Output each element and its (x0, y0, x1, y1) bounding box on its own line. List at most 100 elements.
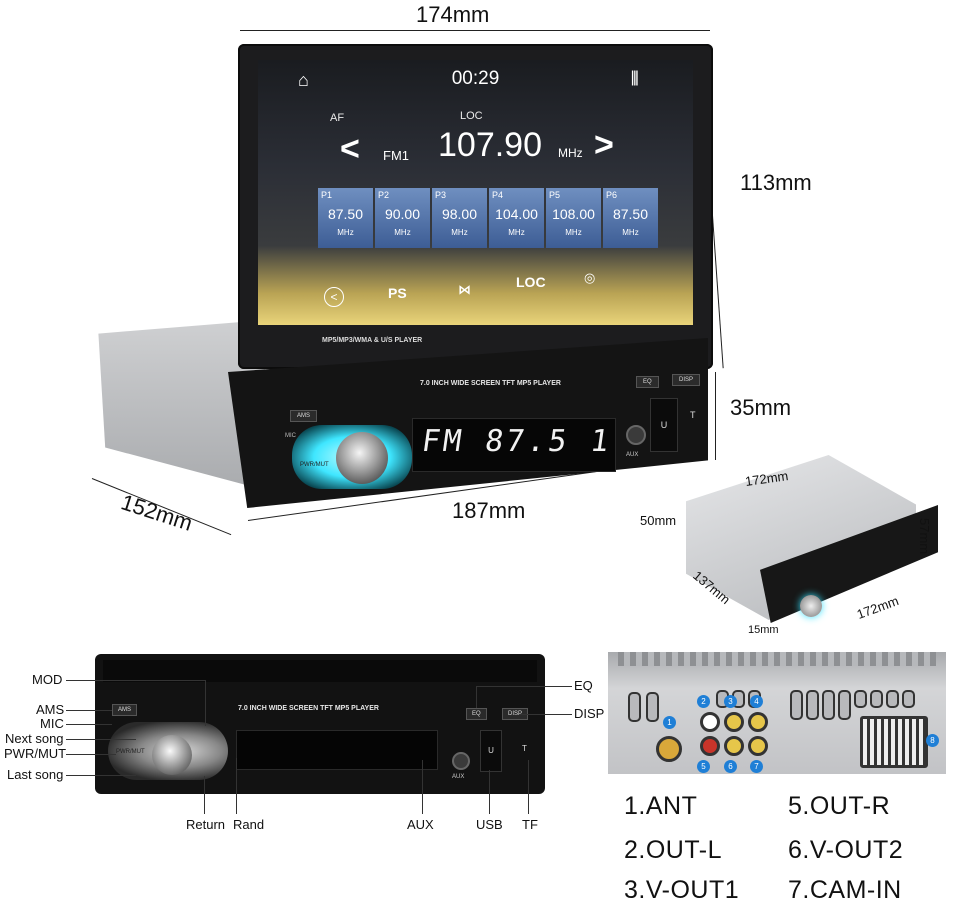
port-badge-2: 2 (697, 695, 710, 708)
frequency-unit: MHz (558, 146, 583, 160)
preset-value: 90.00 (384, 206, 421, 222)
preset-name: P1 (321, 190, 333, 200)
callout-mod: MOD (32, 672, 63, 687)
vent-slot (838, 690, 851, 720)
callout-eq: EQ (574, 678, 593, 693)
front-panel-title: 7.0 INCH WIDE SCREEN TFT MP5 PLAYER (238, 705, 379, 712)
preset-value: 87.50 (612, 206, 649, 222)
front-volume-knob[interactable] (152, 735, 192, 775)
rca-v-out1 (724, 712, 744, 732)
back-icon[interactable]: < (324, 287, 344, 307)
iso-dim-front: 172mm (854, 593, 901, 622)
usb-port[interactable]: U (650, 398, 678, 452)
preset-unit: MHz (622, 228, 639, 237)
leader-mod (66, 680, 206, 681)
front-ams-button[interactable]: AMS (112, 704, 138, 716)
port-badge-7: 7 (750, 760, 763, 773)
ps-button[interactable]: PS (388, 285, 407, 301)
port-badge-8: 8 (926, 734, 939, 747)
vent-slot (902, 690, 915, 708)
rca-v-out1-b (748, 712, 768, 732)
vent-slot (646, 692, 659, 722)
callout-last-song: Last song (7, 767, 64, 782)
vent-slot (886, 690, 899, 708)
front-eq-button[interactable]: EQ (466, 708, 487, 720)
rca-cam-in (748, 736, 768, 756)
vent-slot (806, 690, 819, 720)
preset-value: 108.00 (552, 206, 595, 222)
lcd-display (412, 418, 616, 472)
equalizer-icon[interactable]: ||| (630, 69, 640, 86)
callout-disp: DISP (574, 706, 605, 721)
loc-label: LOC (460, 110, 483, 122)
callout-return: Return (186, 817, 226, 832)
antenna-connector (656, 736, 682, 762)
leader-usb (489, 770, 490, 814)
leader-eq (476, 686, 572, 687)
faceplate-title: 7.0 INCH WIDE SCREEN TFT MP5 PLAYER (420, 380, 561, 387)
port-badge-5: 5 (697, 760, 710, 773)
preset-value: 87.50 (327, 206, 364, 222)
preset-name: P3 (435, 190, 447, 200)
leader-pwr (66, 754, 116, 755)
preset-button-4[interactable]: P4 104.00 MHz (489, 188, 544, 248)
af-label[interactable]: AF (330, 112, 345, 124)
front-tf-slot[interactable]: T (522, 744, 527, 753)
screen-clock: 00:29 (451, 68, 500, 89)
preset-name: P5 (549, 190, 561, 200)
leader-next (66, 739, 136, 740)
front-panel-top (103, 660, 537, 682)
front-disp-button[interactable]: DISP (502, 708, 529, 720)
seek-right-icon[interactable]: > (594, 126, 614, 164)
preset-value: 98.00 (441, 206, 478, 222)
vent-slot (870, 690, 883, 708)
dim-line-top (240, 30, 710, 31)
stereo-icon[interactable]: ⋈ (458, 282, 471, 297)
preset-name: P2 (378, 190, 390, 200)
loc-button[interactable]: LOC (516, 274, 546, 290)
dim-line-body-height (715, 372, 716, 460)
preset-unit: MHz (565, 228, 582, 237)
dim-screen-height: 113mm (740, 170, 812, 195)
rca-v-out2 (724, 736, 744, 756)
front-lcd-display (236, 730, 438, 770)
home-icon[interactable]: ⌂ (298, 70, 309, 90)
callout-ams: AMS (36, 702, 65, 717)
dim-body-height: 35mm (730, 395, 792, 420)
eq-button[interactable]: EQ (636, 376, 659, 388)
seek-left-icon[interactable]: < (340, 130, 360, 168)
callout-mic: MIC (40, 716, 64, 731)
scan-icon[interactable]: ◎ (584, 270, 596, 285)
front-usb-port[interactable]: U (480, 730, 502, 772)
leader-last (66, 775, 136, 776)
rear-panel-vents (618, 652, 936, 666)
rca-out-r (700, 736, 720, 756)
callout-pwr-mut: PWR/MUT (4, 746, 67, 761)
disp-button[interactable]: DISP (672, 374, 701, 386)
front-aux-jack[interactable] (452, 752, 470, 770)
touch-screen[interactable]: ⌂ 00:29 ||| AF LOC < FM1 107.90 MHz > P1… (258, 60, 693, 325)
legend-item: 1.ANT (624, 792, 698, 820)
preset-button-1[interactable]: P1 87.50 MHz (318, 188, 373, 248)
preset-button-6[interactable]: P6 87.50 MHz (603, 188, 658, 248)
ams-button[interactable]: AMS (290, 410, 318, 422)
front-pwr-label: PWR/MUT (116, 749, 145, 755)
leader-ams (66, 710, 112, 711)
preset-button-2[interactable]: P2 90.00 MHz (375, 188, 430, 248)
iso-dim-right: 57mm (917, 518, 932, 555)
aux-label: AUX (626, 452, 639, 458)
tf-slot[interactable]: T (690, 410, 696, 420)
callout-usb: USB (476, 817, 503, 832)
iso-dim-face-depth: 15mm (748, 624, 779, 636)
preset-button-5[interactable]: P5 108.00 MHz (546, 188, 601, 248)
volume-knob[interactable] (336, 432, 388, 484)
dim-width-top: 174mm (416, 2, 490, 27)
aux-jack[interactable] (626, 425, 646, 445)
leader-tf (528, 760, 529, 814)
leader-rand (236, 758, 237, 814)
preset-unit: MHz (508, 228, 525, 237)
leader-eq-v (476, 686, 477, 708)
legend-item: 7.CAM-IN (788, 876, 902, 904)
preset-button-3[interactable]: P3 98.00 MHz (432, 188, 487, 248)
preset-name: P6 (606, 190, 618, 200)
